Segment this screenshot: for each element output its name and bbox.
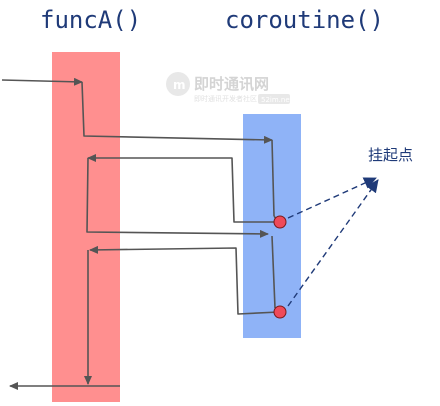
flow-call-coroutine xyxy=(81,81,273,144)
watermark: m 即时通讯网 即时通讯开发者社区 52im.net xyxy=(166,72,293,104)
suspend-point-1 xyxy=(273,215,287,229)
watermark-badge-bg xyxy=(258,94,290,104)
suspend-point-2 xyxy=(273,305,287,319)
flow-enter-funcA xyxy=(1,77,83,86)
funcA-bar xyxy=(52,52,120,402)
suspend-point-label: 挂起点 xyxy=(368,146,413,164)
watermark-logo-icon xyxy=(166,72,190,96)
flow-coroutine-run-2 xyxy=(271,235,276,309)
watermark-logo-letter: m xyxy=(173,78,186,92)
suspend-arrow-1 xyxy=(287,177,377,219)
flow-resume-1 xyxy=(86,157,269,238)
watermark-subtitle: 即时通讯开发者社区 xyxy=(194,94,257,103)
flow-coroutine-run-1 xyxy=(271,139,275,217)
suspend-arrows xyxy=(287,177,379,307)
watermark-badge: 52im.net xyxy=(261,96,293,104)
funcA-label: funcA() xyxy=(40,6,141,34)
control-flow xyxy=(1,77,280,390)
suspend-arrow-2 xyxy=(287,179,379,307)
watermark-title: 即时通讯网 xyxy=(194,75,269,93)
coroutine-label: coroutine() xyxy=(225,6,384,34)
